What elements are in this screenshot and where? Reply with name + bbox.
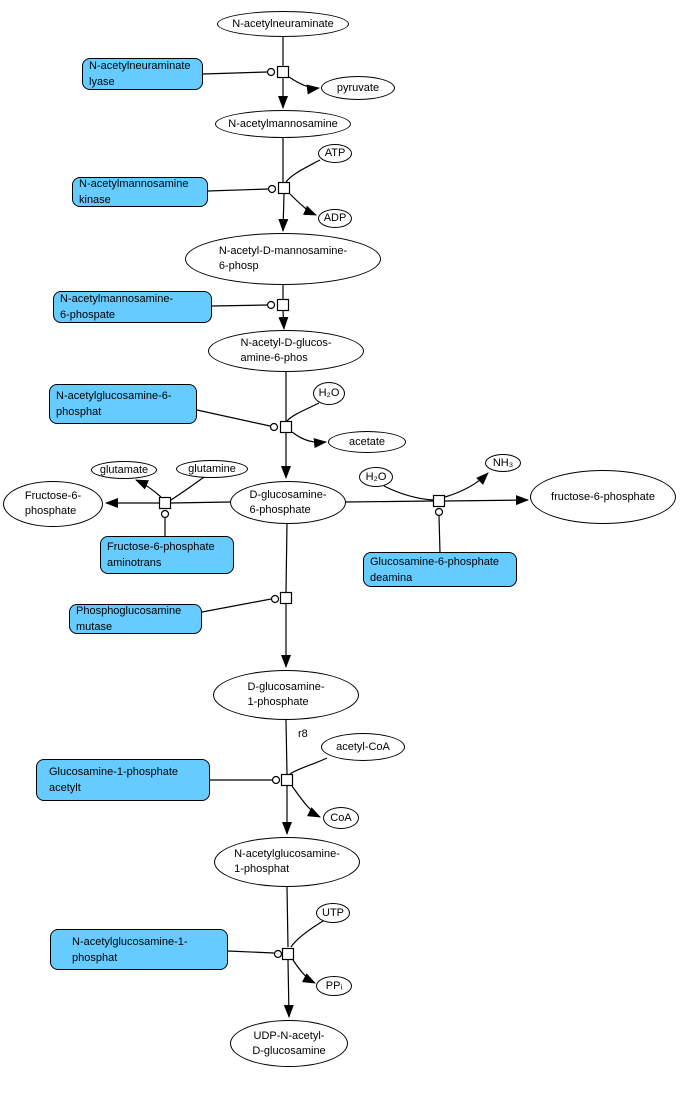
edge-kinase-link xyxy=(207,188,269,192)
edge-mutase-link xyxy=(201,598,272,613)
edge-h2o-to-r4 xyxy=(286,402,320,422)
edge-dglc6p-to-r7 xyxy=(285,522,288,593)
edge-r4-to-acetate xyxy=(291,431,327,449)
enzyme-box-n-acetylmannosamine-6-phospate[interactable]: N-acetylmannosamine- 6-phospate xyxy=(53,291,212,323)
metabolite-n-acetyl-d-mannosamine-6-phosp[interactable]: N-acetyl-D-mannosamine- 6-phosp xyxy=(185,233,381,285)
edge-dglc6p-to-r6 xyxy=(345,500,434,503)
reaction-node-mutase[interactable] xyxy=(279,591,293,605)
edge-r6-to-f6p-right xyxy=(444,495,529,506)
reaction-node-acetylt[interactable] xyxy=(280,773,294,787)
metabolite-n-acetylglucosamine-1-phosphat[interactable]: N-acetylglucosamine- 1-phosphat xyxy=(214,837,360,887)
reaction-node-deamina[interactable] xyxy=(432,494,446,508)
metabolite-n-acetyl-d-glucosamine-6-phos[interactable]: N-acetyl-D-glucos- amine-6-phos xyxy=(208,330,364,372)
edge-atp-to-r2 xyxy=(285,159,321,183)
metabolite-acetate[interactable]: acetate xyxy=(328,431,406,453)
metabolite-h2o-right[interactable]: H₂O xyxy=(359,467,393,487)
enzyme-box-glucosamine-6-phosphate-deamina[interactable]: Glucosamine-6-phosphate deamina xyxy=(363,552,517,587)
metabolite-n-acetylneuraminate[interactable]: N-acetylneuraminate xyxy=(217,11,349,37)
reaction-label-r8: r8 xyxy=(298,728,308,740)
edge-r6-to-nh3 xyxy=(444,472,489,498)
metabolite-udp-n-acetyl-d-glucosamine[interactable]: UDP-N-acetyl- D-glucosamine xyxy=(230,1020,348,1067)
metabolite-atp[interactable]: ATP xyxy=(318,144,352,163)
edge-r5-to-glutamate xyxy=(135,479,162,498)
catalysis-port-aminotrans xyxy=(160,509,170,519)
edge-nag1p-to-r9 xyxy=(286,886,289,948)
edge-glutamine-to-r5 xyxy=(170,476,205,501)
metabolite-d-glucosamine-1-phosphate[interactable]: D-glucosamine- 1-phosphate xyxy=(213,670,359,720)
edge-r1-to-pyruvate xyxy=(288,76,320,95)
metabolite-fructose-6-phosphate-right[interactable]: fructose-6-phosphate xyxy=(530,470,676,524)
catalysis-port-kinase xyxy=(267,184,277,194)
edge-lyase-link xyxy=(202,71,268,75)
enzyme-box-n-acetylglucosamine-1-phosphat[interactable]: N-acetylglucosamine-1- phosphat xyxy=(50,929,228,970)
edge-phosphat-link xyxy=(196,409,271,427)
catalysis-port-lyase xyxy=(266,67,276,77)
metabolite-fructose-6-phosphate-left[interactable]: Fructose-6- phosphate xyxy=(3,481,103,527)
catalysis-port-phospate xyxy=(266,300,276,310)
edge-dglc1p-to-r8 xyxy=(285,719,288,775)
enzyme-box-fructose-6-phosphate-aminotrans[interactable]: Fructose-6-phosphate aminotrans xyxy=(100,536,234,574)
reaction-node-deacetylase[interactable] xyxy=(279,420,293,434)
enzyme-box-phosphoglucosamine-mutase[interactable]: Phosphoglucosamine mutase xyxy=(69,604,202,634)
metabolite-ppi[interactable]: PPᵢ xyxy=(316,976,352,996)
edge-dglc6p-to-r5 xyxy=(170,501,231,504)
catalysis-port-deacetylase xyxy=(269,422,279,432)
catalysis-port-deamina xyxy=(434,507,444,517)
metabolite-d-glucosamine-6-phosphate[interactable]: D-glucosamine- 6-phosphate xyxy=(230,481,346,524)
edge-r3-to-glcn6p xyxy=(278,310,289,330)
metabolite-n-acetylmannosamine[interactable]: N-acetylmannosamine xyxy=(215,110,351,138)
edge-r2-to-adp xyxy=(289,193,317,216)
enzyme-box-n-acetylneuraminate-lyase[interactable]: N-acetylneuraminate lyase xyxy=(82,58,203,90)
metabolite-pyruvate[interactable]: pyruvate xyxy=(321,76,395,100)
metabolite-coa[interactable]: CoA xyxy=(323,807,359,829)
catalysis-port-acetylt xyxy=(271,775,281,785)
metabolite-nh3[interactable]: NH₃ xyxy=(485,454,521,472)
reaction-node-kinase[interactable] xyxy=(277,181,291,195)
metabolite-adp[interactable]: ADP xyxy=(318,209,352,228)
metabolite-h2o-upper[interactable]: H₂O xyxy=(313,382,345,405)
metabolite-glutamine[interactable]: glutamine xyxy=(176,460,248,478)
edge-utp-to-r9 xyxy=(290,920,324,948)
reaction-node-lyase[interactable] xyxy=(276,65,290,79)
catalysis-port-mutase xyxy=(270,594,280,604)
metabolite-utp[interactable]: UTP xyxy=(316,903,350,923)
edge-phosphat2-link xyxy=(227,950,275,954)
edge-r9-to-ppi xyxy=(292,959,316,984)
reaction-node-phospate[interactable] xyxy=(276,298,290,312)
enzyme-box-n-acetylglucosamine-6-phosphat[interactable]: N-acetylglucosamine-6- phosphat xyxy=(49,384,197,424)
edge-phospate-link xyxy=(211,304,268,307)
edge-r9-to-udp xyxy=(283,959,294,1018)
catalysis-port-uridyltrans xyxy=(273,949,283,959)
enzyme-box-glucosamine-1-phosphate-acetylt[interactable]: Glucosamine-1-phosphate acetylt xyxy=(36,759,210,801)
edge-r2-to-mann6p xyxy=(278,193,289,232)
edge-acetylcoa-to-r8 xyxy=(289,757,328,775)
edge-h2o-to-r6 xyxy=(383,485,434,501)
enzyme-box-n-acetylmannosamine-kinase[interactable]: N-acetylmannosamine kinase xyxy=(72,177,208,207)
metabolite-acetyl-coa[interactable]: acetyl-CoA xyxy=(321,733,405,761)
edge-r8-to-coa xyxy=(291,785,321,818)
metabolite-glutamate[interactable]: glutamate xyxy=(91,461,157,479)
reaction-node-aminotrans[interactable] xyxy=(158,496,172,510)
edge-deamina-link xyxy=(438,515,441,554)
reaction-node-uridyltrans[interactable] xyxy=(281,947,295,961)
